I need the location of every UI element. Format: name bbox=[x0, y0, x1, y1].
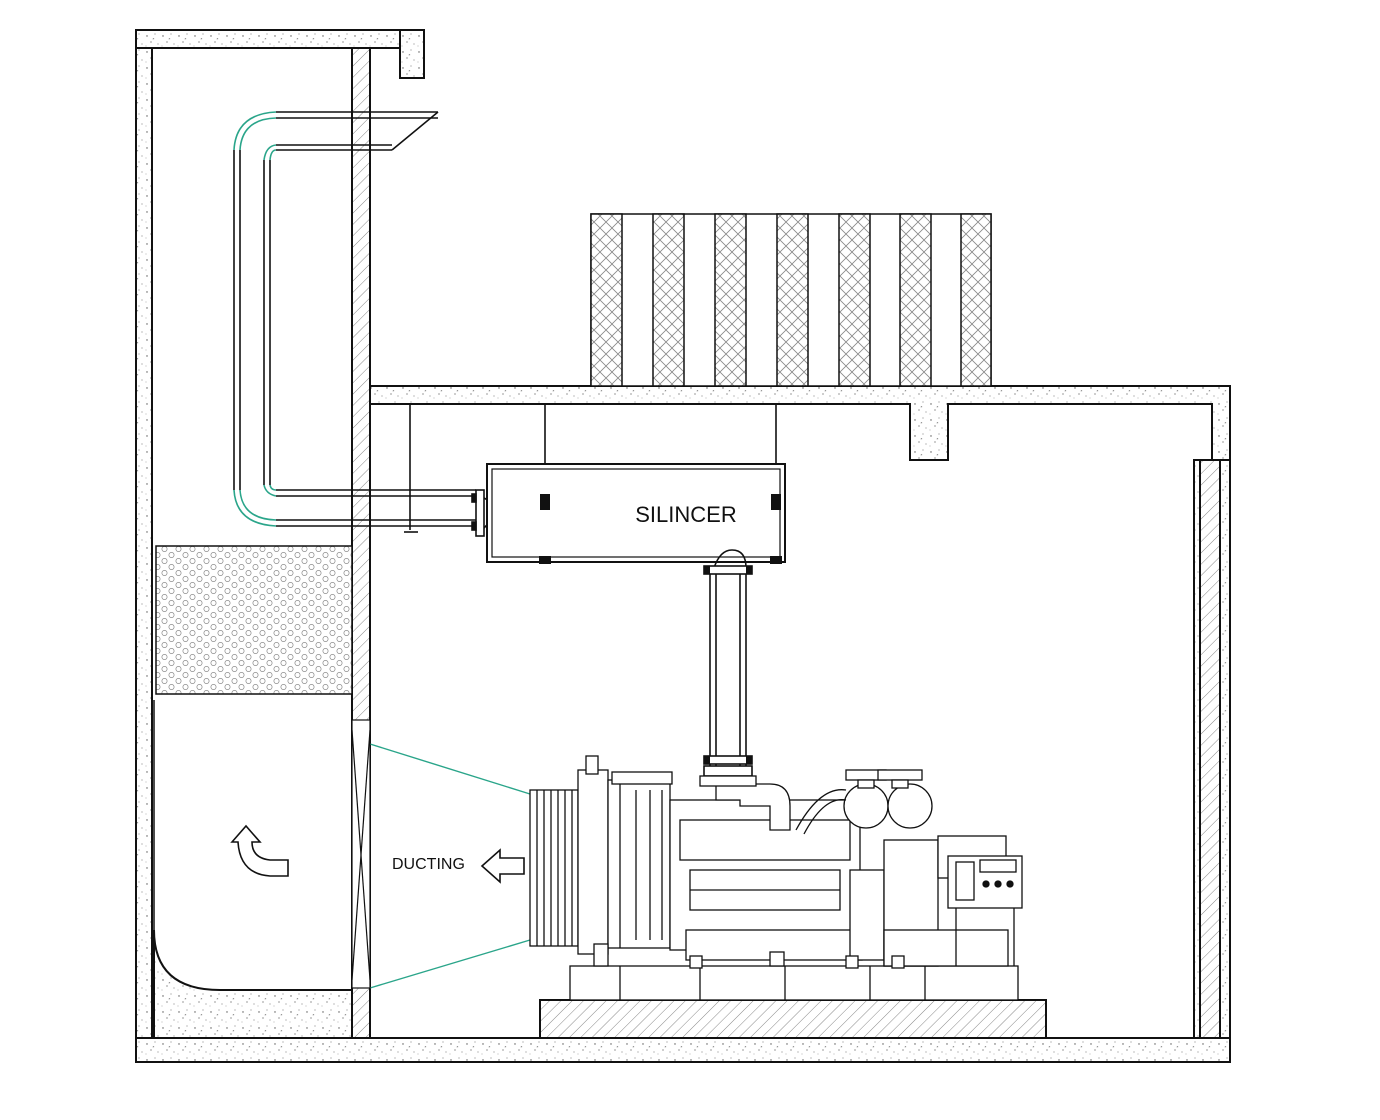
right-wall-finish bbox=[1199, 459, 1221, 1039]
silencer-label: SILINCER bbox=[635, 502, 736, 527]
shaft-top-slab bbox=[135, 29, 425, 49]
generator-set bbox=[529, 755, 1023, 1001]
floor-slab bbox=[135, 1037, 1231, 1063]
generator-plinth bbox=[539, 999, 1047, 1039]
curved-up-arrow-icon bbox=[230, 824, 289, 877]
riser-bolts bbox=[704, 566, 752, 764]
exhaust-pipe bbox=[233, 111, 476, 527]
building-structure bbox=[135, 29, 1231, 1063]
exhaust-bends bbox=[233, 111, 277, 527]
ducting-lines bbox=[369, 743, 531, 989]
silencer: SILINCER bbox=[486, 463, 786, 564]
shaft-bottom-curve bbox=[153, 929, 353, 1039]
shaft-hood bbox=[399, 29, 425, 79]
left-outer-wall bbox=[135, 47, 153, 1039]
duct-opening bbox=[351, 719, 371, 989]
exhaust-riser bbox=[703, 549, 753, 780]
roof-slab bbox=[369, 385, 1231, 461]
ducting-label: DUCTING bbox=[392, 856, 465, 873]
left-arrow-icon bbox=[480, 848, 525, 884]
roof-acoustic-panels bbox=[590, 213, 992, 387]
shaft-filter bbox=[155, 545, 353, 695]
